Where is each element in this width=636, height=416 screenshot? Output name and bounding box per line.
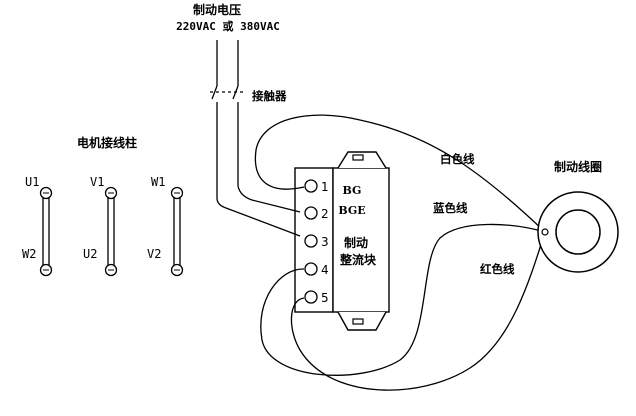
supply-lines bbox=[216, 40, 239, 86]
terminal-number-1: 1 bbox=[321, 180, 329, 194]
motor-terminal-labels: U1 V1 W1 W2 U2 V2 bbox=[22, 175, 165, 261]
supply-title: 制动电压 bbox=[193, 2, 241, 17]
terminal-number-4: 4 bbox=[321, 263, 329, 277]
motor-terminal-stud-marks bbox=[43, 192, 180, 271]
rectifier-model-2: BGE bbox=[338, 204, 365, 217]
terminal-number-3: 3 bbox=[321, 235, 329, 249]
white-wire bbox=[254, 114, 546, 233]
supply-to-terminal-3 bbox=[216, 110, 301, 237]
bridge-2 bbox=[107, 195, 115, 269]
brake-coil-connection-point bbox=[541, 228, 549, 236]
top-lug-slot bbox=[352, 154, 364, 161]
terminal-label-v2: V2 bbox=[147, 247, 161, 261]
supply-to-terminal-2 bbox=[237, 110, 301, 213]
bottom-lug-slot bbox=[352, 318, 364, 325]
rectifier-terminal-2 bbox=[304, 206, 318, 220]
rectifier-terminal-5 bbox=[304, 290, 318, 304]
rectifier-terminals bbox=[304, 179, 318, 304]
terminal-label-u2: U2 bbox=[83, 247, 97, 261]
contactor-blade-1 bbox=[211, 85, 218, 100]
rectifier-name-1: 制动 bbox=[344, 235, 368, 250]
rectifier-name-2: 整流块 bbox=[339, 252, 377, 267]
brake-coil-label: 制动线圈 bbox=[554, 159, 602, 174]
rectifier-body bbox=[332, 167, 390, 313]
red-wire bbox=[290, 231, 546, 391]
contactor-label: 接触器 bbox=[252, 89, 287, 103]
blue-wire bbox=[260, 223, 546, 376]
motor-terminal-title: 电机接线柱 bbox=[77, 135, 137, 150]
terminal-number-5: 5 bbox=[321, 291, 329, 305]
rectifier-model-1: BG bbox=[343, 184, 362, 197]
terminal-label-w2: W2 bbox=[22, 247, 36, 261]
terminal-label-w1: W1 bbox=[151, 175, 165, 189]
red-wire-label: 红色线 bbox=[480, 262, 515, 276]
white-wire-label: 白色线 bbox=[440, 152, 475, 166]
terminal-number-2: 2 bbox=[321, 207, 329, 221]
brake-coil-inner bbox=[555, 209, 601, 255]
wiring bbox=[216, 110, 546, 391]
motor-terminal-studs bbox=[39, 186, 184, 277]
rectifier-terminal-4 bbox=[304, 262, 318, 276]
terminal-label-v1: V1 bbox=[90, 175, 104, 189]
bridge-1 bbox=[42, 195, 50, 269]
bridge-3 bbox=[173, 195, 181, 269]
supply-voltage: 220VAC 或 380VAC bbox=[176, 19, 280, 33]
rectifier-terminal-numbers: 1 2 3 4 5 bbox=[321, 180, 329, 305]
terminal-label-u1: U1 bbox=[25, 175, 39, 189]
rectifier-terminal-1 bbox=[304, 179, 318, 193]
contactor bbox=[210, 85, 244, 110]
rectifier-terminal-3 bbox=[304, 234, 318, 248]
blue-wire-label: 蓝色线 bbox=[433, 201, 468, 215]
